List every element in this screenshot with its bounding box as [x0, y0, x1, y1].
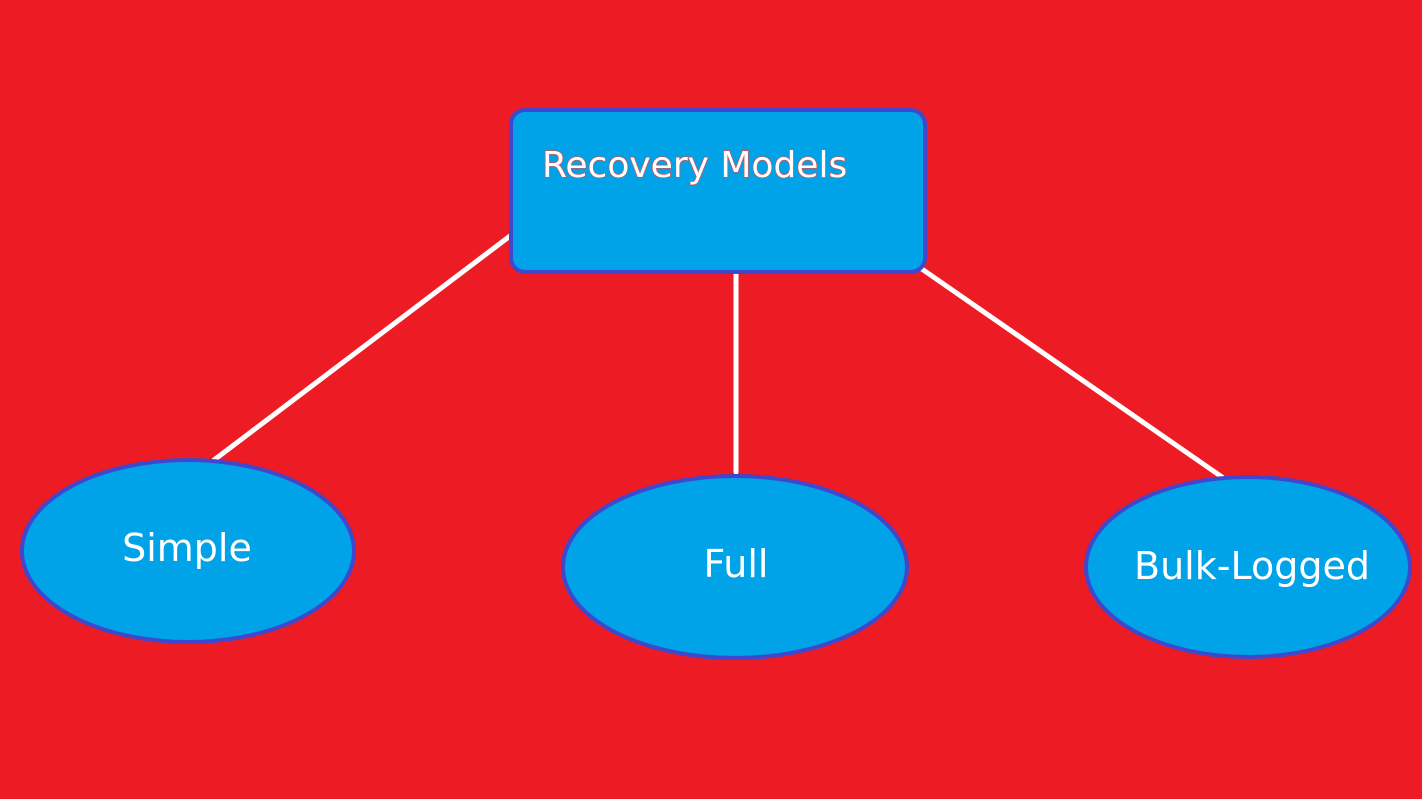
child-node-full: Full [561, 474, 909, 660]
child-node-full-label: Full [704, 542, 769, 586]
connector-bulk-logged [916, 264, 1225, 480]
connector-simple [211, 233, 513, 463]
root-node-label: Recovery Models [542, 145, 847, 186]
root-node: Recovery Models [509, 108, 927, 274]
child-node-bulk-logged-label: Bulk-Logged [1134, 544, 1370, 588]
root-node-box [509, 108, 927, 274]
child-node-bulk-logged: Bulk-Logged [1084, 475, 1412, 659]
child-node-simple-shape [20, 458, 356, 644]
child-node-simple-label: Simple [122, 526, 252, 570]
child-node-simple: Simple [20, 458, 356, 644]
child-node-full-shape [561, 474, 909, 660]
child-node-bulk-logged-shape [1084, 475, 1412, 659]
